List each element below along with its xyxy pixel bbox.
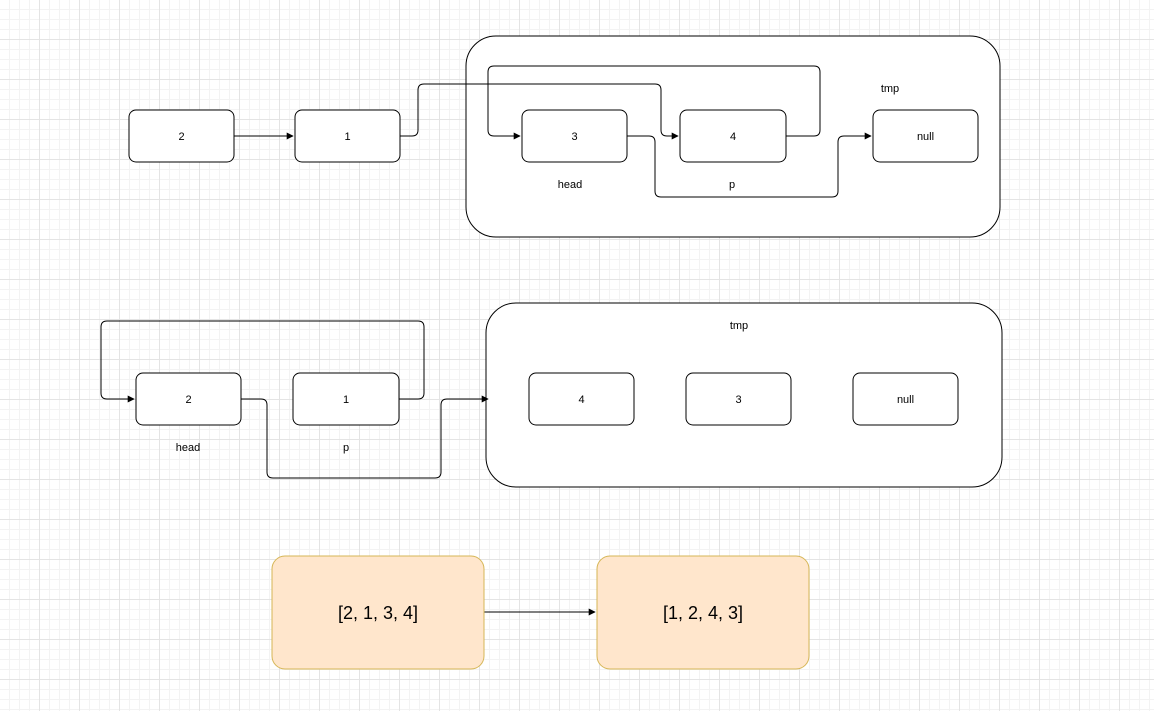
edge-3-to-null: [627, 132, 872, 198]
p-label-2: p: [343, 442, 349, 454]
svg-text:null: null: [897, 394, 914, 406]
output-list-box: [1, 2, 4, 3]: [596, 555, 810, 670]
node-1: 1: [294, 109, 401, 163]
head-label-1: head: [558, 179, 582, 191]
svg-text:3: 3: [571, 131, 577, 143]
node-4: 4: [679, 109, 787, 163]
node-1: 1: [292, 372, 400, 426]
svg-text:[1, 2, 4, 3]: [1, 2, 4, 3]: [663, 603, 743, 623]
edge-1-to-4: [400, 83, 679, 140]
edge-1-to-2: [100, 320, 425, 403]
svg-text:2: 2: [178, 131, 184, 143]
svg-text:2: 2: [185, 394, 191, 406]
edge-4-to-3: [487, 65, 821, 140]
node-2: 2: [135, 372, 242, 426]
node-null: null: [872, 109, 979, 163]
p-label-1: p: [729, 179, 735, 191]
svg-text:4: 4: [730, 131, 736, 143]
tmp-label-2: tmp: [730, 320, 748, 332]
tmp-label-1: tmp: [881, 83, 899, 95]
node-null: null: [852, 372, 959, 426]
edge-2-to-tmp: [241, 395, 489, 479]
svg-text:[2, 1, 3, 4]: [2, 1, 3, 4]: [338, 603, 418, 623]
node-2: 2: [128, 109, 235, 163]
node-4: 4: [528, 372, 635, 426]
svg-text:4: 4: [578, 394, 584, 406]
svg-text:1: 1: [344, 131, 350, 143]
head-label-2: head: [176, 442, 200, 454]
input-list-box: [2, 1, 3, 4]: [271, 555, 485, 670]
node-3: 3: [685, 372, 792, 426]
svg-text:1: 1: [343, 394, 349, 406]
node-3: 3: [521, 109, 628, 163]
svg-text:3: 3: [735, 394, 741, 406]
svg-text:null: null: [917, 131, 934, 143]
